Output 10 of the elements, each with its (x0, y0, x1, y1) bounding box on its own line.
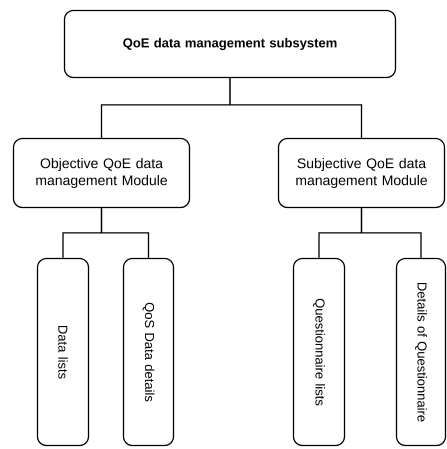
module-box: Details of Questionnaire (396, 258, 446, 446)
connector (360, 208, 422, 258)
module-box: Questionnaire lists (292, 258, 346, 446)
module-box: Subjective QoE data management Module (278, 138, 446, 208)
connector (229, 78, 362, 138)
module-box: Objective QoE data management Module (12, 138, 190, 208)
module-box: QoS Data details (122, 258, 174, 446)
connector (100, 208, 150, 258)
module-box: Data lists (36, 258, 90, 446)
module-box: QoE data management subsystem (64, 10, 396, 78)
